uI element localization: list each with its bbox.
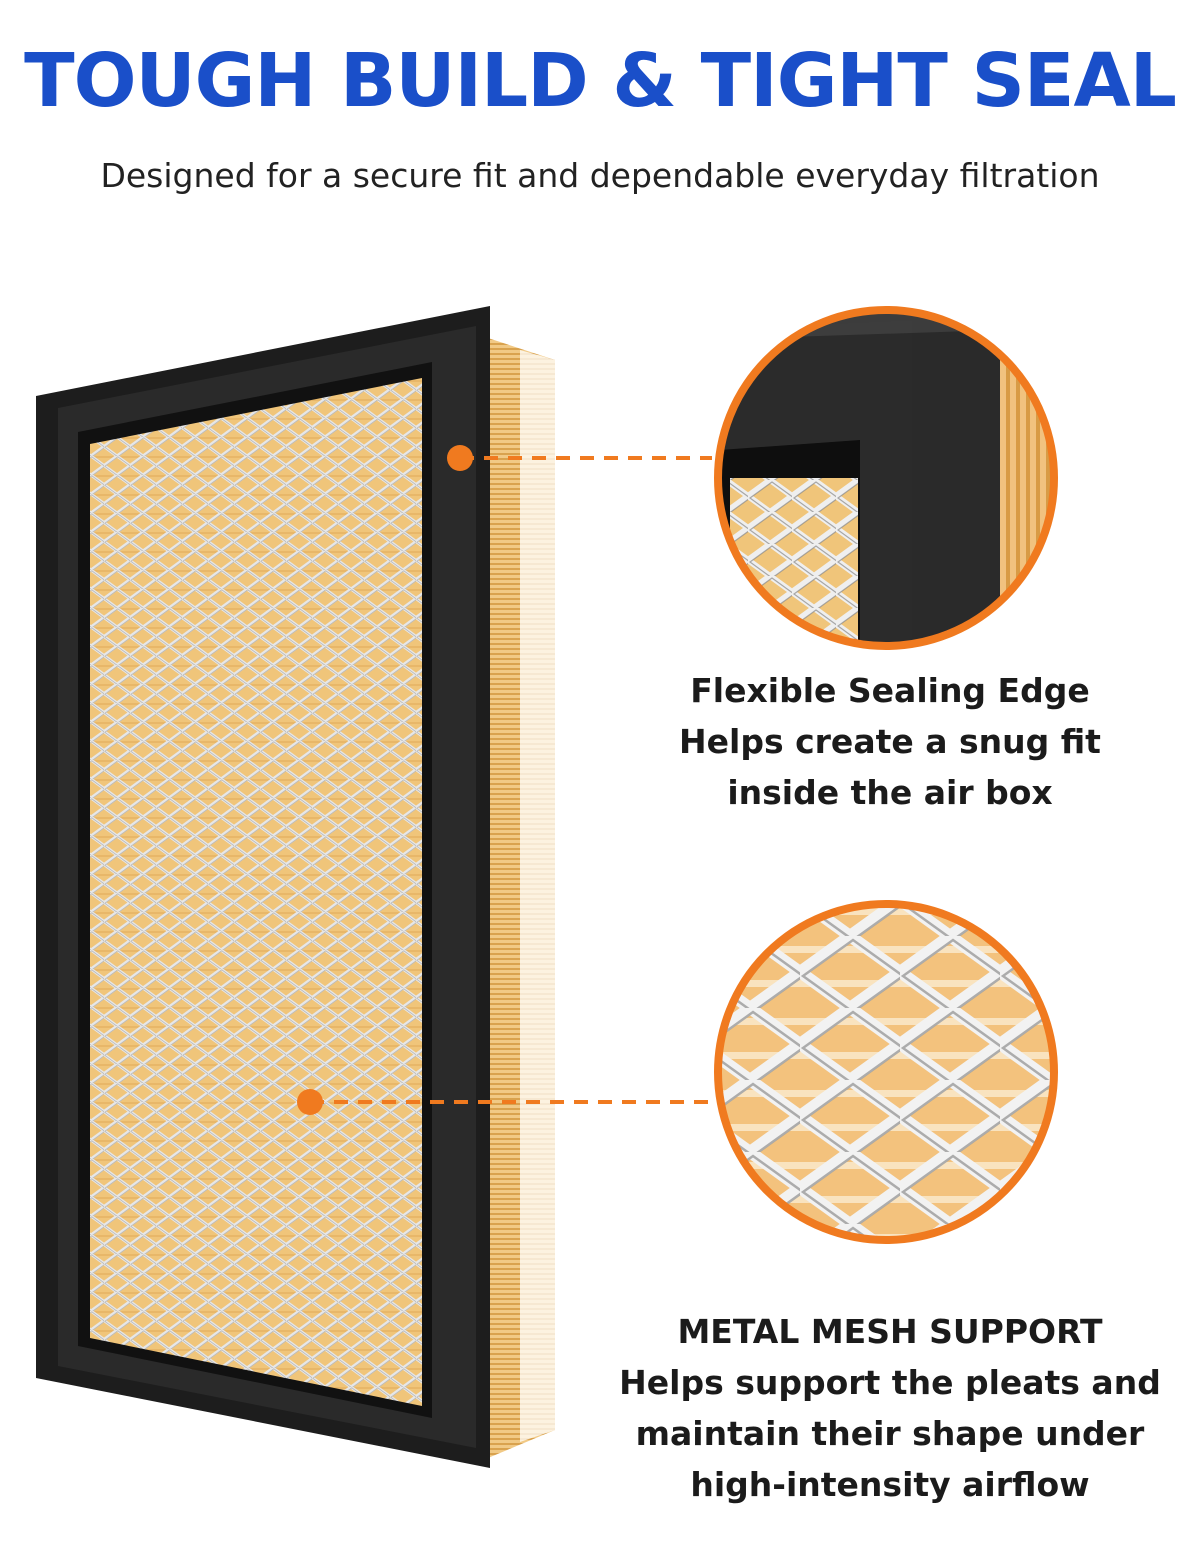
callout-sealing-edge-line-1: Flexible Sealing Edge xyxy=(690,671,1090,710)
mesh-marker-dot xyxy=(297,1089,323,1115)
page-subtitle: Designed for a secure fit and dependable… xyxy=(100,156,1100,195)
seal-marker-dot xyxy=(447,445,473,471)
zoom-circle-seal xyxy=(714,306,1058,650)
mesh-panel xyxy=(90,378,422,1406)
callout-sealing-edge-line-2: Helps create a snug fit xyxy=(679,722,1101,761)
callout-metal-mesh-line-3: maintain their shape under xyxy=(635,1414,1145,1453)
callout-sealing-edge-line-3: inside the air box xyxy=(727,773,1053,812)
callout-connectors xyxy=(297,445,712,1115)
callout-metal-mesh-line-2: Helps support the pleats and xyxy=(619,1363,1161,1402)
page-title: TOUGH BUILD & TIGHT SEAL xyxy=(24,38,1177,124)
callout-sealing-edge: Flexible Sealing Edge Helps create a snu… xyxy=(610,665,1170,818)
zoom-circle-mesh xyxy=(714,900,1058,1244)
pleated-side-edge xyxy=(488,338,555,1458)
callout-metal-mesh: METAL MESH SUPPORT Helps support the ple… xyxy=(610,1306,1170,1510)
callout-metal-mesh-line-1: METAL MESH SUPPORT xyxy=(677,1312,1103,1351)
callout-metal-mesh-line-4: high-intensity airflow xyxy=(690,1465,1090,1504)
